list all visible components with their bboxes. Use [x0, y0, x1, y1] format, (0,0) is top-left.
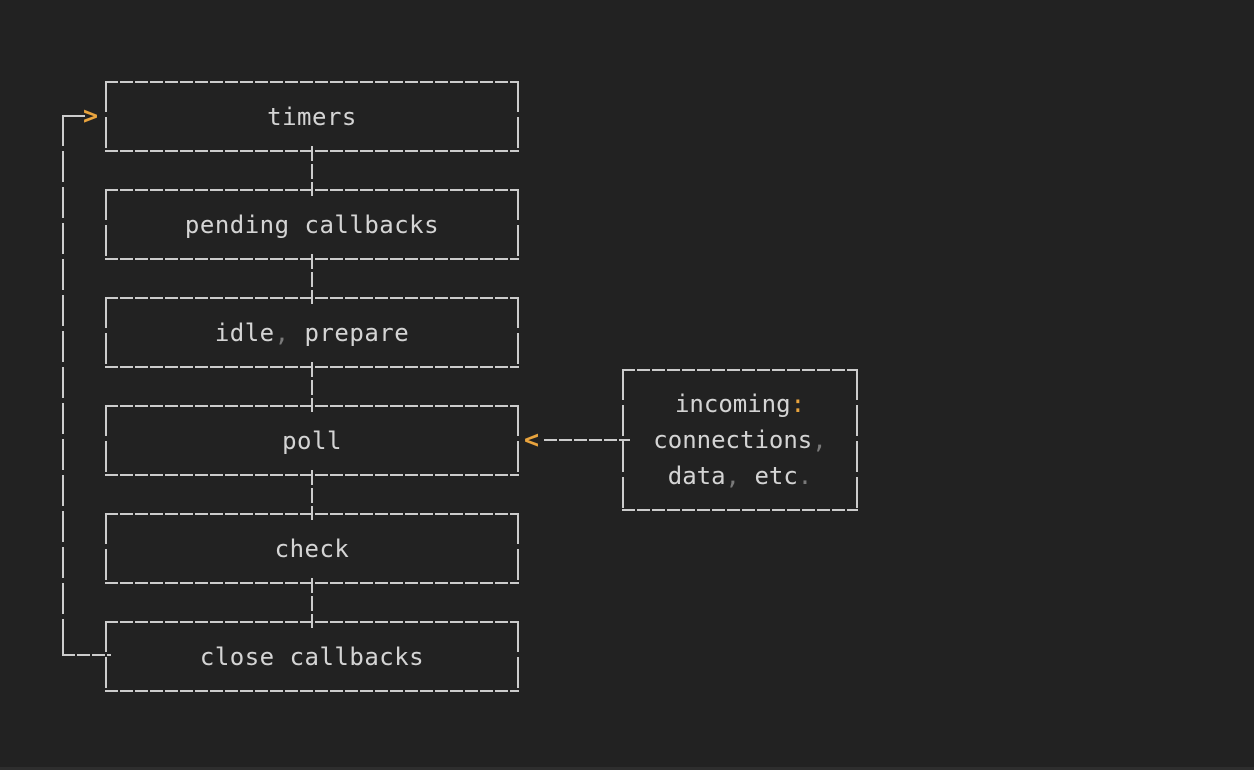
incoming-line-3: data, etc. [667, 462, 813, 490]
phase-label-close-callbacks: close callbacks [199, 642, 425, 671]
connector-poll-check [311, 470, 313, 520]
incoming-line-2: connections, [653, 426, 827, 454]
connector-check-close [311, 578, 313, 628]
window-bottom-edge [0, 767, 1254, 770]
poll-entry-arrow-icon: < [524, 425, 540, 454]
phase-label-check: check [274, 534, 350, 563]
phase-box-timers: timers [105, 81, 519, 152]
incoming-box: incoming: connections, data, etc. [622, 369, 858, 511]
loop-top-connector [62, 115, 85, 117]
connector-timers-pending [311, 146, 313, 196]
connector-idle-poll [311, 362, 313, 412]
phase-box-poll: poll [105, 405, 519, 476]
phase-label-idle-prepare: idle, prepare [214, 318, 410, 347]
phase-box-pending-callbacks: pending callbacks [105, 189, 519, 260]
connector-pending-idle [311, 254, 313, 304]
phase-label-poll: poll [282, 426, 342, 455]
phase-box-idle-prepare: idle, prepare [105, 297, 519, 368]
loop-return-line [62, 115, 64, 656]
loop-entry-arrow-icon: > [83, 101, 99, 130]
incoming-line-1: incoming: [674, 390, 806, 418]
incoming-connector [544, 439, 630, 441]
phase-box-check: check [105, 513, 519, 584]
phase-label-timers: timers [267, 102, 357, 131]
phase-label-pending-callbacks: pending callbacks [184, 210, 440, 239]
loop-bottom-connector [62, 654, 111, 656]
phase-box-close-callbacks: close callbacks [105, 621, 519, 692]
